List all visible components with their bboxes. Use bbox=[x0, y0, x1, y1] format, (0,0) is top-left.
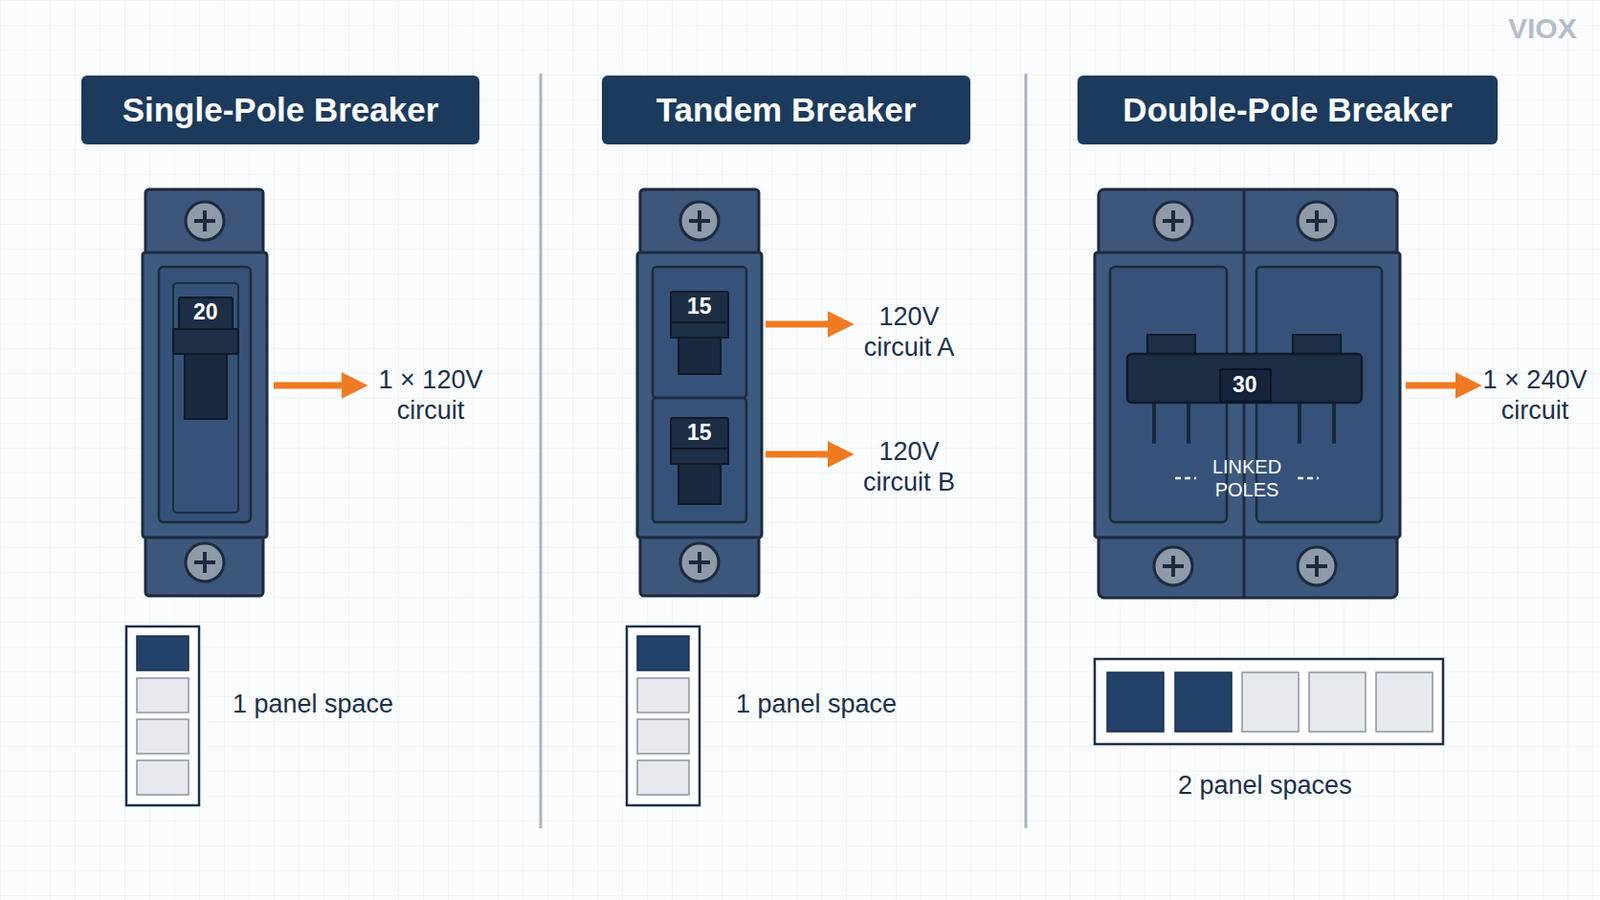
drawing-part bbox=[1376, 672, 1433, 733]
drawing-part bbox=[680, 201, 719, 241]
header-box: Single-Pole Breaker bbox=[81, 75, 480, 145]
panel-space-label: 1 panel space bbox=[232, 688, 394, 720]
output-arrow bbox=[765, 451, 843, 459]
drawing-part bbox=[670, 448, 729, 465]
drawing-part bbox=[1220, 369, 1271, 402]
panel-icon bbox=[626, 626, 700, 806]
drawing-part bbox=[652, 266, 747, 399]
output-arrow bbox=[1405, 382, 1470, 390]
drawing-part bbox=[158, 266, 251, 523]
drawing-part bbox=[136, 760, 189, 796]
drawing-part bbox=[173, 283, 239, 513]
drawing-part bbox=[1107, 672, 1164, 733]
linked-poles-label: LINKED POLES bbox=[1203, 455, 1290, 502]
rating-tag: 15 bbox=[687, 293, 712, 321]
drawing-part bbox=[637, 252, 762, 538]
header-text: Single-Pole Breaker bbox=[107, 90, 455, 130]
drawing-part bbox=[1242, 672, 1299, 733]
output-arrow bbox=[765, 321, 843, 329]
drawing-part bbox=[136, 719, 189, 755]
handle-tie-bar bbox=[1127, 354, 1362, 403]
drawing-part bbox=[1297, 547, 1336, 586]
watermark: VIOX bbox=[1508, 11, 1578, 46]
drawing-part bbox=[670, 291, 729, 323]
output-arrow bbox=[273, 382, 356, 390]
drawing-part bbox=[1309, 672, 1366, 733]
rating-tag: 20 bbox=[193, 299, 219, 327]
drawing-part bbox=[184, 354, 227, 420]
drawing-part bbox=[637, 636, 689, 671]
header-box: Tandem Breaker bbox=[601, 75, 971, 145]
circuit-label: 1 × 240V circuit bbox=[1478, 364, 1592, 427]
panel-icon bbox=[126, 626, 200, 806]
circuit-label: 120V circuit B bbox=[846, 436, 972, 499]
panel-icon bbox=[1094, 659, 1444, 745]
drawing-part bbox=[637, 760, 689, 796]
drawing-part bbox=[1175, 477, 1319, 481]
header-box: Double-Pole Breaker bbox=[1077, 75, 1498, 145]
drawing-part bbox=[1175, 672, 1232, 733]
drawing-part bbox=[652, 398, 747, 523]
circuit-label: 120V circuit A bbox=[846, 301, 972, 364]
drawing-part bbox=[1154, 402, 1334, 445]
drawing-part bbox=[185, 543, 224, 582]
drawing-part bbox=[637, 678, 689, 713]
drawing-part bbox=[178, 297, 233, 330]
drawing-part bbox=[173, 329, 239, 355]
drawing-part bbox=[1297, 201, 1336, 241]
drawing-part bbox=[136, 636, 189, 671]
drawing-part bbox=[1154, 547, 1193, 586]
drawing-part bbox=[136, 678, 189, 713]
drawing-part bbox=[1094, 252, 1400, 538]
drawing-part bbox=[1154, 201, 1193, 241]
rating-tag: 15 bbox=[687, 420, 712, 447]
panel-space-label: 1 panel space bbox=[735, 688, 897, 720]
divider bbox=[1024, 73, 1028, 829]
drawing-part bbox=[637, 719, 689, 755]
drawing-part bbox=[678, 464, 721, 505]
divider bbox=[539, 73, 543, 829]
drawing-part bbox=[680, 543, 719, 582]
drawing-part bbox=[670, 418, 729, 449]
circuit-label: 1 × 120V circuit bbox=[368, 364, 493, 427]
header-text: Tandem Breaker bbox=[641, 90, 933, 130]
drawing-part bbox=[670, 322, 729, 338]
panel-space-label: 2 panel spaces bbox=[1177, 770, 1353, 801]
rating-tag: 30 bbox=[1232, 372, 1258, 400]
header-text: Double-Pole Breaker bbox=[1107, 90, 1467, 130]
double-pole-breaker bbox=[1094, 189, 1470, 745]
drawing-part bbox=[678, 337, 721, 375]
drawing-part bbox=[185, 201, 224, 241]
drawing-part bbox=[142, 252, 267, 538]
